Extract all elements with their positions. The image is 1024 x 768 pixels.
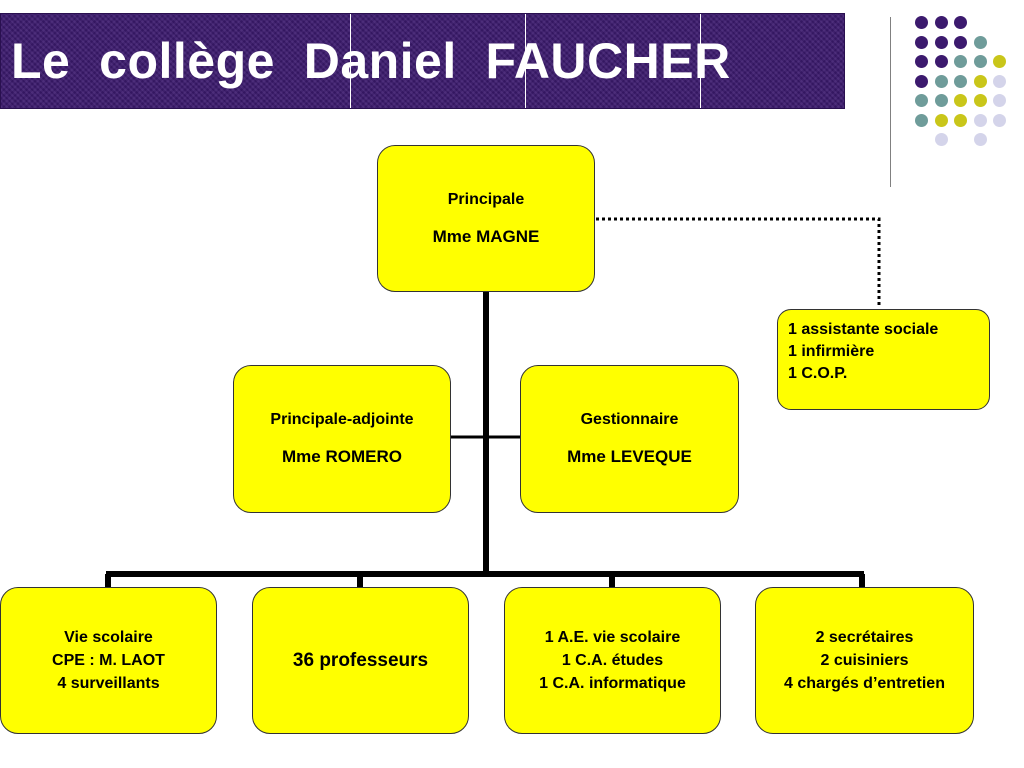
side-line: 1 C.O.P. <box>788 365 848 382</box>
decorative-dot <box>973 35 987 49</box>
decorative-dot <box>954 16 967 29</box>
principale-name: Mme MAGNE <box>432 226 540 246</box>
decorative-dot <box>954 35 967 49</box>
vie-scolaire-line: Vie scolaire <box>64 629 153 646</box>
decorative-dot <box>915 16 928 29</box>
decorative-dot <box>934 113 948 127</box>
decorative-dot <box>954 55 967 68</box>
personnel-line: 2 cuisiniers <box>820 652 909 669</box>
box-gestionnaire: Gestionnaire Mme LEVEQUE <box>520 365 739 513</box>
box-principale: Principale Mme MAGNE <box>377 145 595 292</box>
decorative-dot <box>934 16 948 29</box>
title-divider <box>350 14 351 108</box>
personnel-line: 2 secrétaires <box>815 629 914 646</box>
decorative-dot <box>915 74 928 88</box>
box-services-sociaux: 1 assistante sociale 1 infirmière 1 C.O.… <box>777 309 990 410</box>
decorative-dot <box>934 94 948 107</box>
decorative-dot <box>954 113 967 127</box>
vie-scolaire-line: CPE : M. LAOT <box>52 652 165 669</box>
adjointe-name: Mme ROMERO <box>282 447 402 466</box>
decorative-dot <box>973 55 987 68</box>
principale-role: Principale <box>447 190 525 208</box>
box-vie-scolaire: Vie scolaire CPE : M. LAOT 4 surveillant… <box>0 587 217 734</box>
box-ae: 1 A.E. vie scolaire 1 C.A. études 1 C.A.… <box>504 587 721 734</box>
title-divider <box>525 14 526 108</box>
decorative-dot <box>915 35 928 49</box>
side-line: 1 infirmière <box>788 343 875 360</box>
personnel-line: 4 chargés d’entretien <box>784 675 945 692</box>
decorative-dot <box>915 55 928 68</box>
side-line: 1 assistante sociale <box>788 321 939 338</box>
ae-line: 1 C.A. informatique <box>539 675 686 692</box>
decorative-dot <box>993 55 1006 68</box>
decorative-dot <box>934 74 948 88</box>
decorative-dot <box>915 94 928 107</box>
decorative-dot <box>973 94 987 107</box>
decorative-dot <box>973 133 987 146</box>
decorative-dot <box>934 35 948 49</box>
decorative-dot-grid <box>905 15 1015 165</box>
box-professeurs: 36 professeurs <box>252 587 469 734</box>
decorative-divider <box>890 17 891 187</box>
title-bar: Le collège Daniel FAUCHER <box>0 13 845 109</box>
decorative-dot <box>973 74 987 88</box>
ae-line: 1 C.A. études <box>561 652 664 669</box>
connector-dotted <box>596 217 881 308</box>
title-divider <box>700 14 701 108</box>
page-title: Le collège Daniel FAUCHER <box>11 33 731 89</box>
decorative-dot <box>954 94 967 107</box>
decorative-dot <box>934 133 948 146</box>
gestionnaire-name: Mme LEVEQUE <box>567 447 692 466</box>
gestionnaire-role: Gestionnaire <box>580 411 679 428</box>
ae-line: 1 A.E. vie scolaire <box>544 629 681 646</box>
decorative-dot <box>934 55 948 68</box>
decorative-dot <box>993 74 1006 88</box>
box-personnel: 2 secrétaires 2 cuisiniers 4 chargés d’e… <box>755 587 974 734</box>
vie-scolaire-line: 4 surveillants <box>57 675 160 692</box>
decorative-dot <box>993 94 1006 107</box>
professeurs-label: 36 professeurs <box>292 649 429 671</box>
decorative-dot <box>993 113 1006 127</box>
decorative-dot <box>973 113 987 127</box>
decorative-dot <box>915 113 928 127</box>
decorative-dot <box>954 74 967 88</box>
adjointe-role: Principale-adjointe <box>270 411 414 428</box>
box-principale-adjointe: Principale-adjointe Mme ROMERO <box>233 365 451 513</box>
